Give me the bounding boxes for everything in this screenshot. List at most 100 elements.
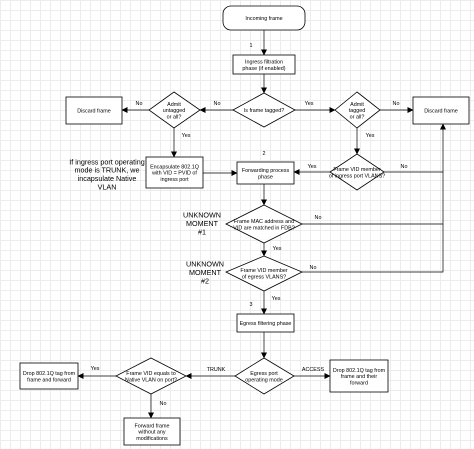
text-line: with VID = PVID of: [151, 171, 197, 177]
text-line: or all?: [350, 115, 365, 121]
text-line: Frame MAC address and: [234, 219, 294, 225]
label-vid-egress-yes: Yes: [272, 296, 281, 302]
text-line: or all?: [167, 115, 182, 121]
is-frame-tagged-text: Is frame tagged?: [244, 108, 284, 114]
edge-labels: No Yes No No Yes Yes Yes No No Yes No Ye…: [91, 101, 408, 407]
label-fdb-no: No: [315, 215, 322, 221]
text-line: #2: [201, 276, 209, 285]
egress-filtering-text: Egress filtering phase: [240, 321, 292, 327]
text-line: modifications: [136, 436, 168, 442]
label-admit-tagged-no: No: [393, 101, 400, 107]
text-line: Egress filtering phase: [240, 321, 292, 327]
text-line: forward: [350, 381, 368, 387]
text-line: tagged: [349, 108, 366, 114]
text-line: UNKNOWN: [186, 260, 224, 269]
label-native-yes: Yes: [91, 366, 100, 372]
phase-number-1: 1: [250, 43, 253, 49]
text-line: Admit: [167, 102, 181, 108]
node-is-frame-tagged: Is frame tagged?: [232, 92, 296, 128]
text-line: VID are matched in FDB?: [233, 225, 294, 231]
text-line: Incoming frame: [245, 16, 282, 22]
phase-number-3: 3: [250, 302, 253, 308]
text-line: frame and their: [341, 374, 377, 380]
label-vid-ingress-yes: Yes: [308, 164, 317, 170]
label-admit-untagged-yes: Yes: [182, 133, 191, 139]
text-line: Frame VID equals to: [126, 371, 175, 377]
text-line: VLAN: [98, 183, 117, 192]
incoming-frame-text: Incoming frame: [245, 16, 282, 22]
text-line: Forwarding process: [242, 168, 290, 174]
edges: [77, 30, 446, 419]
text-line: Drop 802.1Q tag from: [23, 371, 76, 377]
text-line: MOMENT: [186, 219, 219, 228]
text-line: Forward frame: [134, 423, 169, 429]
label-tagged-yes: Yes: [305, 101, 314, 107]
text-line: MOMENT: [189, 268, 222, 277]
node-discard-right: Discard frame: [412, 96, 470, 125]
label-native-no: No: [160, 401, 167, 407]
discard-left-text: Discard frame: [77, 109, 111, 115]
text-line: Drop 802.1Q tag from: [333, 368, 386, 374]
edge-vid-ingress-no: [384, 123, 446, 173]
label-tagged-no: No: [214, 101, 221, 107]
text-line: phase (if enabled): [242, 66, 285, 72]
text-line: Ingress filtration: [245, 60, 283, 66]
label-fdb-yes: Yes: [273, 246, 282, 252]
text-line: incapsulate Native: [78, 174, 137, 183]
label-admit-untagged-no: No: [136, 101, 143, 107]
text-line: untagged: [163, 108, 185, 114]
text-line: Egress port: [250, 371, 278, 377]
text-line: Discard frame: [424, 109, 458, 115]
text-line: Frame VID member: [240, 268, 288, 274]
text-line: ingress port: [160, 177, 189, 183]
text-line: phase: [258, 174, 273, 180]
text-line: of ingress port VLANS?: [329, 173, 385, 179]
phase-number-2: 2: [263, 151, 266, 157]
text-line: Native VLAN on port?: [125, 377, 177, 383]
label-vid-egress-no: No: [310, 265, 317, 271]
text-line: without any: [137, 430, 166, 436]
text-line: mode is TRUNK, we: [75, 166, 140, 175]
text-line: Is frame tagged?: [244, 108, 284, 114]
text-line: of egress VLANS?: [242, 274, 286, 280]
text-line: frame and forward: [27, 377, 71, 383]
text-line: Frame VID member: [333, 167, 381, 173]
text-line: Admit: [350, 102, 364, 108]
text-line: operating mode: [245, 377, 282, 383]
text-line: Encapsulate 802.1Q: [150, 164, 199, 170]
phase-numbers: 1 2 3: [250, 43, 266, 308]
label-mode-trunk: TRUNK: [207, 367, 226, 373]
node-discard-left: Discard frame: [65, 96, 123, 125]
label-admit-tagged-yes: Yes: [366, 133, 375, 139]
discard-right-text: Discard frame: [424, 109, 458, 115]
text-line: UNKNOWN: [183, 211, 221, 220]
